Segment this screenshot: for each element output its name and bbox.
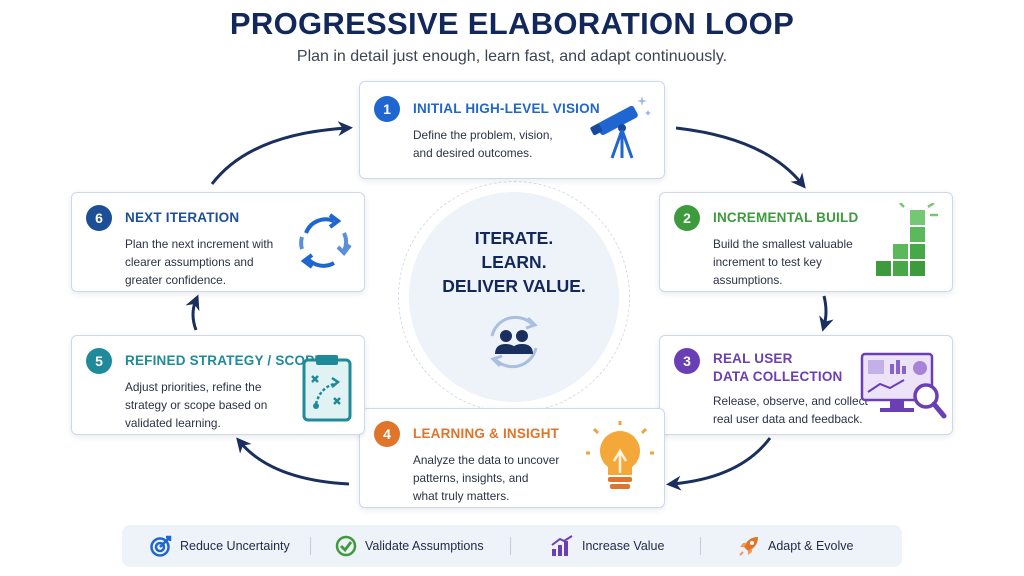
- benefit-adapt-evolve: Adapt & Evolve: [738, 525, 853, 567]
- benefit-separator: [700, 537, 701, 555]
- step-title-5: REFINED STRATEGY / SCOPE: [125, 353, 324, 368]
- step-desc-2: Build the smallest valuable increment to…: [713, 237, 853, 287]
- step-title-2: INCREMENTAL BUILD: [713, 210, 859, 225]
- benefit-label: Adapt & Evolve: [768, 539, 854, 553]
- cycle-arrows-icon: [299, 213, 352, 269]
- lightbulb-icon: [586, 421, 654, 489]
- benefit-validate-assumptions: Validate Assumptions: [335, 525, 484, 567]
- check-circle-icon: [335, 535, 357, 557]
- step-badge-4: 4: [374, 421, 400, 447]
- telescope-icon: [590, 96, 651, 159]
- users-cycle-icon: [490, 315, 538, 369]
- step-card-3: 3 REAL USER DATA COLLECTION Release, obs…: [659, 335, 953, 435]
- center-text: ITERATE. LEARN. DELIVER VALUE.: [442, 228, 586, 296]
- monitor-analytics-icon: [860, 352, 947, 419]
- step-card-5: 5 REFINED STRATEGY / SCOPE Adjust priori…: [71, 335, 365, 435]
- page-title: PROGRESSIVE ELABORATION LOOP: [229, 6, 795, 41]
- arrow-1-to-2: [675, 126, 806, 189]
- bar-chart-icon: [551, 535, 573, 556]
- arrow-2-to-3: [819, 295, 834, 332]
- benefit-label: Increase Value: [582, 539, 665, 553]
- step-card-4: 4 LEARNING & INSIGHT Analyze the data to…: [359, 408, 665, 508]
- arrow-3-to-4: [666, 437, 772, 491]
- benefit-reduce-uncertainty: Reduce Uncertainty: [150, 525, 290, 567]
- step-card-2: 2 INCREMENTAL BUILD Build the smallest v…: [659, 192, 953, 292]
- step-title-6: NEXT ITERATION: [125, 210, 240, 225]
- step-badge-5: 5: [86, 348, 112, 374]
- clipboard-strategy-icon: [302, 355, 352, 422]
- benefit-label: Reduce Uncertainty: [180, 539, 290, 553]
- step-desc-5: Adjust priorities, refine the strategy o…: [125, 380, 268, 430]
- step-badge-1: 1: [374, 96, 400, 122]
- step-badge-2: 2: [674, 205, 700, 231]
- step-badge-6: 6: [86, 205, 112, 231]
- target-icon: [150, 535, 172, 557]
- benefits-bar: Reduce Uncertainty Validate Assumptions …: [122, 525, 902, 567]
- step-card-6: 6 NEXT ITERATION Plan the next increment…: [71, 192, 365, 292]
- step-badge-3: 3: [674, 348, 700, 374]
- benefit-separator: [510, 537, 511, 555]
- step-title-4: LEARNING & INSIGHT: [413, 426, 560, 441]
- page-subtitle: Plan in detail just enough, learn fast, …: [296, 48, 728, 65]
- step-desc-6: Plan the next increment with clearer ass…: [125, 237, 274, 287]
- step-title-1: INITIAL HIGH-LEVEL VISION: [413, 101, 600, 116]
- benefit-separator: [310, 537, 311, 555]
- step-title-3: REAL USER DATA COLLECTION: [713, 351, 843, 384]
- arrow-6-to-1: [210, 121, 353, 185]
- step-desc-4: Analyze the data to uncover patterns, in…: [413, 453, 560, 503]
- step-card-1: 1 INITIAL HIGH-LEVEL VISION Define the p…: [359, 81, 665, 179]
- step-desc-3: Release, observe, and collect real user …: [713, 394, 868, 426]
- rocket-icon: [739, 537, 758, 556]
- benefit-label: Validate Assumptions: [365, 539, 484, 553]
- step-desc-1: Define the problem, vision, and desired …: [413, 128, 553, 160]
- cubes-icon: [876, 203, 938, 276]
- arrow-4-to-5: [236, 437, 350, 486]
- arrow-5-to-6: [185, 294, 200, 331]
- benefit-increase-value: Increase Value: [550, 525, 664, 567]
